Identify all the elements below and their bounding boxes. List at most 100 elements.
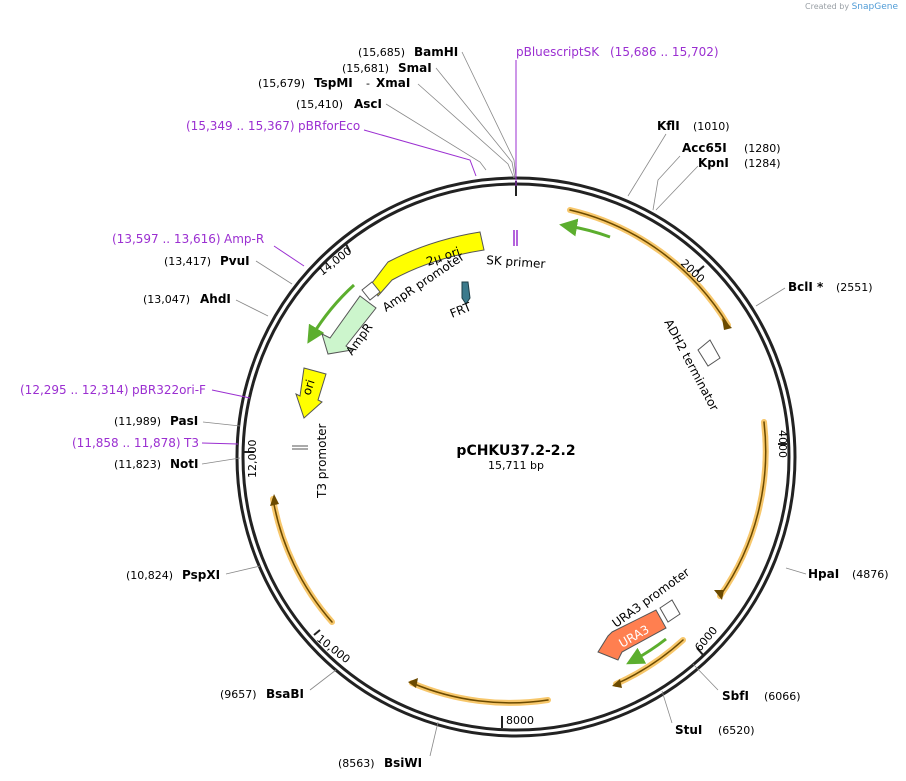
site-pos-pasi: (11,989) — [114, 415, 161, 428]
frt-label: FRT — [448, 299, 474, 320]
site-name-kfli[interactable]: KflI — [657, 119, 680, 133]
site-pos-ahdi: (13,047) — [143, 293, 190, 306]
leader-t3 — [201, 442, 239, 445]
ori-arrow — [295, 367, 327, 419]
adh2-terminator-box — [697, 339, 721, 367]
green-arrows — [307, 218, 667, 665]
site-pos-acc65i: (1280) — [744, 142, 781, 155]
site-name-acc65i[interactable]: Acc65I — [682, 141, 727, 155]
tick-10000 — [313, 629, 321, 636]
leader-bamhi — [461, 51, 517, 179]
site-pos-stui: (6520) — [718, 724, 755, 737]
leader-pbrforeco — [363, 129, 477, 177]
orf-arrowheads — [270, 318, 732, 688]
site-name-bsiwi[interactable]: BsiWI — [384, 756, 422, 770]
leader-hpai — [785, 567, 807, 575]
site-pos-noti: (11,823) — [114, 458, 161, 471]
primer-range-pbrforeco: (15,349 .. 15,367) — [186, 119, 295, 133]
site-name-sbfi[interactable]: SbfI — [722, 689, 749, 703]
orf-arrowhead-4 — [408, 678, 418, 688]
tick-2000 — [696, 265, 705, 273]
primer-name-pbr322ori-f[interactable]: pBR322ori-F — [132, 383, 206, 397]
site-name-tspmi[interactable]: TspMI — [314, 76, 353, 90]
green-arrow-3 — [626, 637, 667, 665]
site-name-kpni[interactable]: KpnI — [698, 156, 729, 170]
site-pos-sbfi: (6066) — [764, 690, 801, 703]
site-name-smai[interactable]: SmaI — [398, 61, 432, 75]
site-name-pspxi[interactable]: PspXI — [182, 568, 220, 582]
watermark-brand: SnapGene — [851, 2, 898, 12]
primer-range-amp-r: (13,597 .. 13,616) — [112, 232, 221, 246]
primer-leader-lines — [201, 60, 517, 445]
ampr-promoter-box — [361, 281, 381, 301]
primer-range-t3: (11,858 .. 11,878) — [72, 436, 181, 450]
site-name-pasi[interactable]: PasI — [170, 414, 198, 428]
green-arrow-2 — [307, 283, 356, 344]
leader-smai — [435, 67, 516, 179]
leader-bcli — [755, 287, 786, 307]
frt-arrow — [461, 281, 471, 305]
tick-14000 — [345, 243, 351, 253]
site-name-hpai[interactable]: HpaI — [808, 567, 839, 581]
leader-kfli — [627, 133, 667, 197]
primer-name-pbrforeco[interactable]: pBRforEco — [298, 119, 360, 133]
site-pos-smai: (15,681) — [342, 62, 389, 75]
site-pos-pvui: (13,417) — [164, 255, 211, 268]
orf-arrowhead-1 — [722, 318, 732, 330]
leader-stui — [661, 690, 673, 724]
leader-bsabi — [309, 669, 337, 691]
site-name-xmai[interactable]: XmaI — [376, 76, 410, 90]
orf-arcs — [270, 207, 769, 706]
leader-noti — [201, 457, 241, 465]
orf-arc-2-line — [719, 421, 767, 597]
two-mu-ori-arrow — [371, 231, 485, 297]
site-name-ahdi[interactable]: AhdI — [200, 292, 231, 306]
leader-ahdi — [235, 299, 269, 317]
site-name-asci[interactable]: AscI — [354, 97, 382, 111]
ori-label: ori — [300, 378, 318, 397]
plasmid-name: pCHKU37.2-2.2 — [456, 443, 575, 459]
ampr-arrow — [321, 295, 377, 355]
leader-acc65i — [652, 155, 681, 211]
orf-arc-5 — [270, 496, 335, 625]
watermark-prefix: Created by — [805, 2, 850, 11]
primer-name-amp-r[interactable]: Amp-R — [224, 232, 264, 246]
site-pos-bsabi: (9657) — [220, 688, 257, 701]
primer-name-pbluescriptsk[interactable]: pBluescriptSK — [516, 45, 600, 59]
site-name-pvui[interactable]: PvuI — [220, 254, 250, 268]
plasmid-length: 15,711 bp — [488, 459, 544, 472]
leader-pbr322ori-f — [211, 389, 251, 399]
site-name-noti[interactable]: NotI — [170, 457, 199, 471]
site-pos-bsiwi: (8563) — [338, 757, 375, 770]
site-name-stui[interactable]: StuI — [675, 723, 702, 737]
site-name-bsabi[interactable]: BsaBI — [266, 687, 304, 701]
tick-6000 — [696, 647, 705, 657]
site-pos-kfli: (1010) — [693, 120, 730, 133]
leader-tspmi — [417, 83, 515, 179]
orf-arc-5-line — [272, 498, 333, 623]
orf-arrowhead-2 — [714, 590, 724, 600]
leader-bsiwi — [429, 721, 439, 757]
orf-arrowhead-3 — [612, 679, 622, 688]
snapgene-watermark: Created by SnapGene — [805, 2, 898, 12]
site-pos-tspmi: (15,679) — [258, 77, 305, 90]
primer-range-pbluescriptsk: (15,686 .. 15,702) — [610, 45, 719, 59]
leader-asci — [385, 103, 487, 171]
tick-label-14000: 14,000 — [316, 244, 354, 278]
orf-arrowhead-5 — [270, 494, 279, 506]
tick-label-12000: 12,000 — [246, 440, 259, 479]
primer-name-t3[interactable]: T3 — [183, 436, 199, 450]
orf-arc-4-line — [411, 682, 549, 704]
leader-sbfi — [692, 663, 719, 691]
leader-amp-r — [273, 245, 305, 267]
tick-label-4000: 4000 — [776, 430, 789, 458]
site-pos-pspxi: (10,824) — [126, 569, 173, 582]
adh2-terminator-label: ADH2 terminator — [661, 317, 721, 413]
site-pos-bamhi: (15,685) — [358, 46, 405, 59]
site-name-bcli[interactable]: BclI * — [788, 280, 824, 294]
orf-arc-3-line — [615, 639, 684, 685]
site-name-bamhi[interactable]: BamHI — [414, 45, 458, 59]
leader-pasi — [202, 421, 241, 427]
tick-label-8000: 8000 — [506, 714, 534, 727]
orf-arc-1 — [567, 207, 731, 328]
